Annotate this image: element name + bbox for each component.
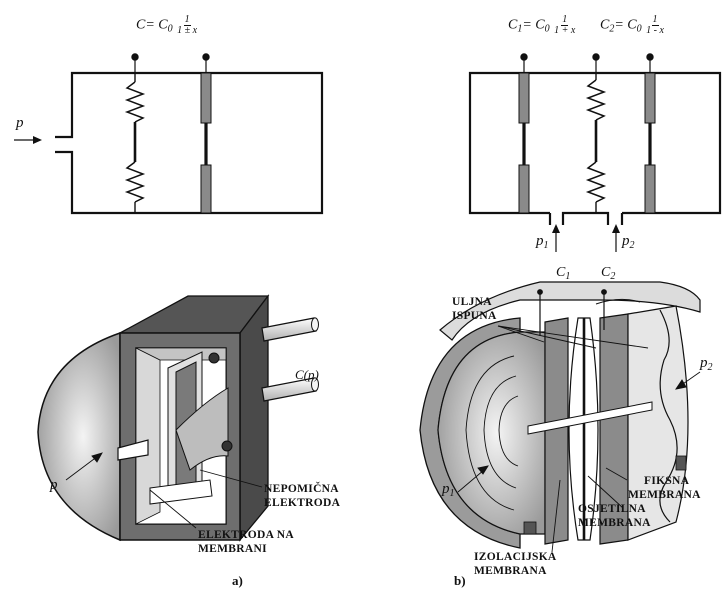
membrane-electrode-line-2: MEMBRANI <box>198 542 267 555</box>
pressure-label-p1-side: p1 <box>442 482 455 499</box>
schematic-a-capacitor <box>200 72 212 214</box>
p2-side-sub: 2 <box>707 362 713 373</box>
formula-c1-den: 1 + x <box>554 25 576 36</box>
p1-side-sub: 1 <box>449 488 455 499</box>
pressure-arrows-b <box>552 224 620 252</box>
formula-a-num: 1 <box>183 14 191 26</box>
formula-c2-num: 1 <box>651 14 659 26</box>
schematic-a <box>55 53 324 215</box>
terminal-rod-top <box>261 317 317 342</box>
insulating-membrane-label: IZOLACIJSKA MEMBRANA <box>474 551 557 577</box>
cutaway-b <box>419 281 701 549</box>
formula-c2-lhs: C <box>600 17 610 33</box>
p2-side-base: p <box>700 355 708 371</box>
oil-fill-line-1: ULJNA <box>452 296 492 308</box>
terminal-screw-bottom <box>221 440 233 452</box>
membrane-electrode-line-1: ELEKTRODA NA <box>198 529 294 541</box>
caption-a: a) <box>232 573 243 588</box>
fixed-electrode-label: NEPOMIČNA ELEKTRODA <box>264 483 341 509</box>
sensing-membrane-label: OSJETILNA MEMBRANA <box>578 503 651 529</box>
schematic-b-housing <box>468 71 722 215</box>
pressure-port <box>117 439 149 461</box>
oil-fill-line-2: ISPUNA <box>452 309 497 322</box>
p1-side-base: p <box>442 481 450 497</box>
formula-a-eq: = C <box>145 17 168 33</box>
chamber-left <box>437 331 546 535</box>
formula-c1-lhs: C <box>508 17 518 33</box>
caption-b: b) <box>454 573 466 588</box>
pressure-label-p2-top: p2 <box>622 234 635 251</box>
chamber-right <box>627 305 689 541</box>
schematic-a-spring-bottom <box>124 161 146 203</box>
formula-c2-eq: = C <box>614 17 637 33</box>
pressure-label-a-top: p <box>16 115 24 131</box>
ripples <box>465 355 519 511</box>
leader-lines-a <box>65 452 263 529</box>
schematic-a-terminal-dot-1 <box>131 53 139 61</box>
schematic-a-housing <box>55 71 324 215</box>
pressure-label-p2-side: p2 <box>700 356 713 373</box>
insulating-membrane <box>544 317 569 545</box>
p1-top-sub: 1 <box>543 240 549 251</box>
sensor-dome <box>37 331 121 542</box>
p1-top-base: p <box>536 233 544 249</box>
schematic-a-terminal-dot-2 <box>202 53 210 61</box>
output-capacitance-label: C(p) <box>295 367 319 382</box>
fixed-electrode-line-2: ELEKTRODA <box>264 496 341 509</box>
p2-top-sub: 2 <box>629 240 635 251</box>
c2-label: C2 <box>601 266 615 282</box>
formula-c2-lhs-sub: 2 <box>609 23 615 35</box>
formula-c1-eq: = C <box>522 17 545 33</box>
shell-top <box>439 281 701 341</box>
pressure-label-a-bottom: p <box>50 477 58 493</box>
oil-tube <box>527 401 653 435</box>
cutaway-a <box>37 294 319 542</box>
formula-c1-num: 1 <box>561 14 569 26</box>
schematic-b <box>468 53 722 225</box>
fixed-membrane-line-1: FIKSNA <box>644 475 690 487</box>
fixed-membrane-line-2: MEMBRANA <box>628 488 701 501</box>
fixed-membrane-label: FIKSNA MEMBRANA <box>628 475 701 501</box>
c1-sub: 1 <box>565 271 571 282</box>
schematic-b-ports <box>548 211 624 225</box>
formula-a-sub: 0 <box>167 23 173 35</box>
insulating-membrane-line-1: IZOLACIJSKA <box>474 551 557 563</box>
insulating-membrane-line-2: MEMBRANA <box>474 564 547 577</box>
schematic-b-capacitor-2 <box>644 72 656 214</box>
c2-sub: 2 <box>610 271 616 282</box>
wavy-membrane <box>659 309 678 523</box>
fixed-electrode-line-1: NEPOMIČNA <box>264 483 339 495</box>
formula-c2-sub: 0 <box>636 23 642 35</box>
membrane-electrode-label: ELEKTRODA NA MEMBRANI <box>198 529 294 555</box>
formula-a-lhs: C <box>136 17 146 33</box>
c1-label: C1 <box>556 266 570 282</box>
schematic-a-spring-top <box>124 81 146 123</box>
formula-c2-den: 1 - x <box>646 25 664 36</box>
leader-lines-b <box>457 325 701 553</box>
formula-c1-lhs-sub: 1 <box>517 23 523 35</box>
pressure-arrow-a-top <box>14 136 42 144</box>
formula-c1-sub: 0 <box>544 23 550 35</box>
oil-fill-label: ULJNA ISPUNA <box>452 296 497 322</box>
c2-base: C <box>601 265 611 280</box>
sensing-membrane-line-1: OSJETILNA <box>578 503 646 515</box>
formula-a-den: 1 ± x <box>177 25 198 36</box>
pressure-label-p1-top: p1 <box>536 234 549 251</box>
schematic-b-capacitor-1 <box>518 72 530 214</box>
terminal-screw-top <box>208 352 220 364</box>
sensing-membrane-line-2: MEMBRANA <box>578 516 651 529</box>
p2-top-base: p <box>622 233 630 249</box>
c1-base: C <box>556 265 566 280</box>
